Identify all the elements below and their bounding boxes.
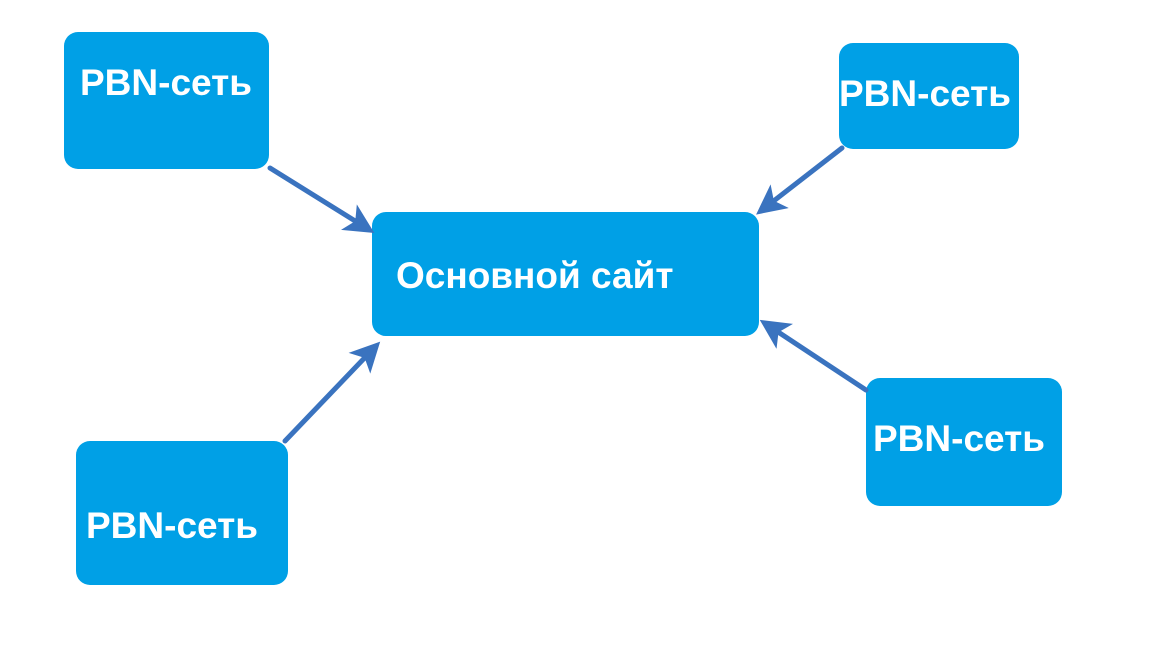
main-site-label: Основной сайт — [396, 255, 674, 296]
pbn-node-bottom-right: PBN-сеть — [866, 378, 1062, 506]
pbn-node-label: PBN-сеть — [80, 62, 252, 103]
pbn-node-label: PBN-сеть — [839, 73, 1011, 114]
arrow-top-right — [756, 145, 845, 215]
pbn-node-label: PBN-сеть — [86, 505, 258, 546]
arrow-bottom-right — [759, 319, 869, 393]
pbn-node-top-left: PBN-сеть — [64, 32, 269, 169]
arrow-top-left — [267, 165, 375, 233]
main-site-node: Основной сайт — [372, 212, 759, 336]
arrow-bottom-left — [282, 341, 381, 444]
pbn-node-top-right: PBN-сеть — [839, 43, 1019, 149]
pbn-node-bottom-left: PBN-сеть — [76, 441, 288, 585]
pbn-node-label: PBN-сеть — [873, 418, 1045, 459]
